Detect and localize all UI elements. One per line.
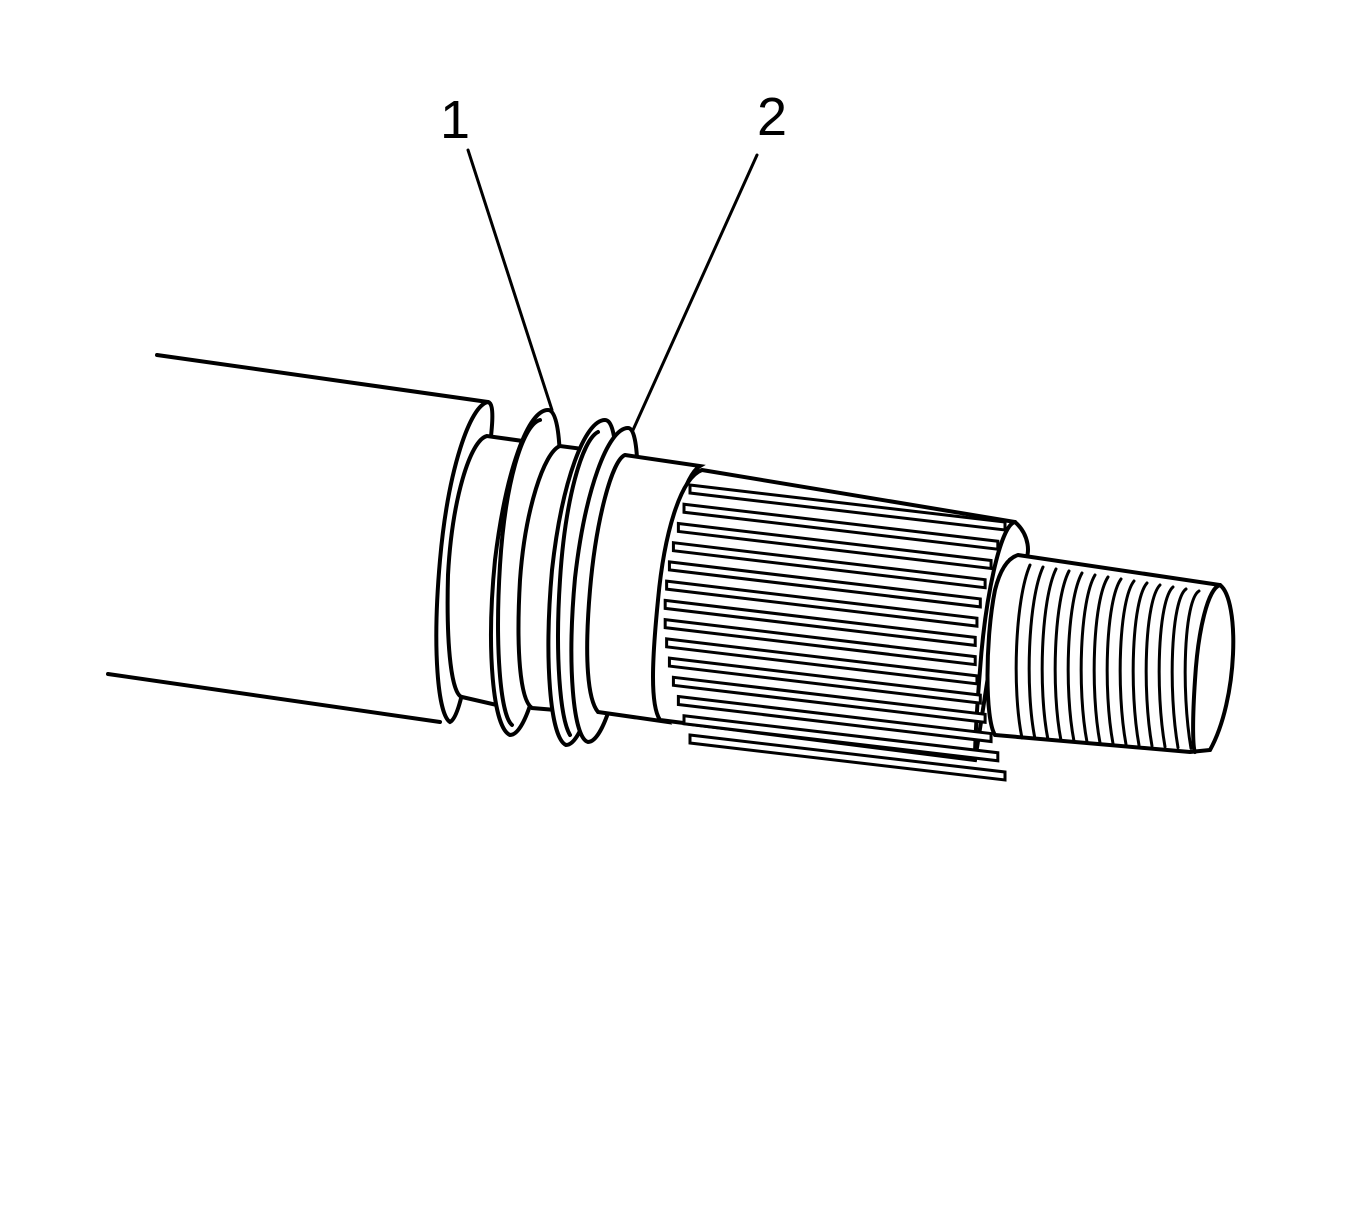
callout-2-label: 2 (757, 87, 787, 147)
spline-tooth (676, 694, 993, 744)
spline-tooth (663, 617, 977, 667)
thread-grooves (1014, 563, 1201, 750)
spline-tooth (665, 637, 979, 686)
thread-groove (1079, 573, 1097, 744)
spline-section (651, 467, 1030, 782)
thread-groove (1144, 583, 1162, 748)
thread-groove (1014, 563, 1032, 740)
thread-groove (1183, 589, 1201, 750)
thread-groove (1118, 579, 1136, 746)
callout-2-leader (631, 153, 759, 432)
thread-groove (1157, 585, 1175, 749)
spline-tooth (682, 502, 1000, 551)
spline-tooth (682, 714, 1000, 763)
thread-groove (1066, 571, 1084, 743)
callout-1-label: 1 (440, 90, 470, 150)
thread-groove (1092, 575, 1110, 745)
spline-tooth (663, 598, 977, 648)
spline-tooth (667, 560, 982, 609)
spline-tooth (665, 579, 979, 628)
spline-tooth (671, 675, 987, 724)
thread-groove (1131, 581, 1149, 747)
spline-tooth (667, 656, 982, 705)
spline-teeth (663, 483, 1007, 782)
spline-tooth (671, 541, 987, 590)
shaft-body (106, 353, 495, 725)
thread-groove (1053, 569, 1071, 742)
thread-groove (1170, 587, 1188, 750)
spline-tooth (688, 483, 1007, 532)
callout-1-leader (466, 148, 554, 412)
thread-groove (1105, 577, 1123, 746)
spline-tooth (676, 521, 993, 571)
spline-tooth (688, 733, 1007, 782)
thread-groove (1040, 567, 1058, 742)
threaded-end (985, 552, 1236, 755)
thread-groove (1027, 565, 1045, 741)
